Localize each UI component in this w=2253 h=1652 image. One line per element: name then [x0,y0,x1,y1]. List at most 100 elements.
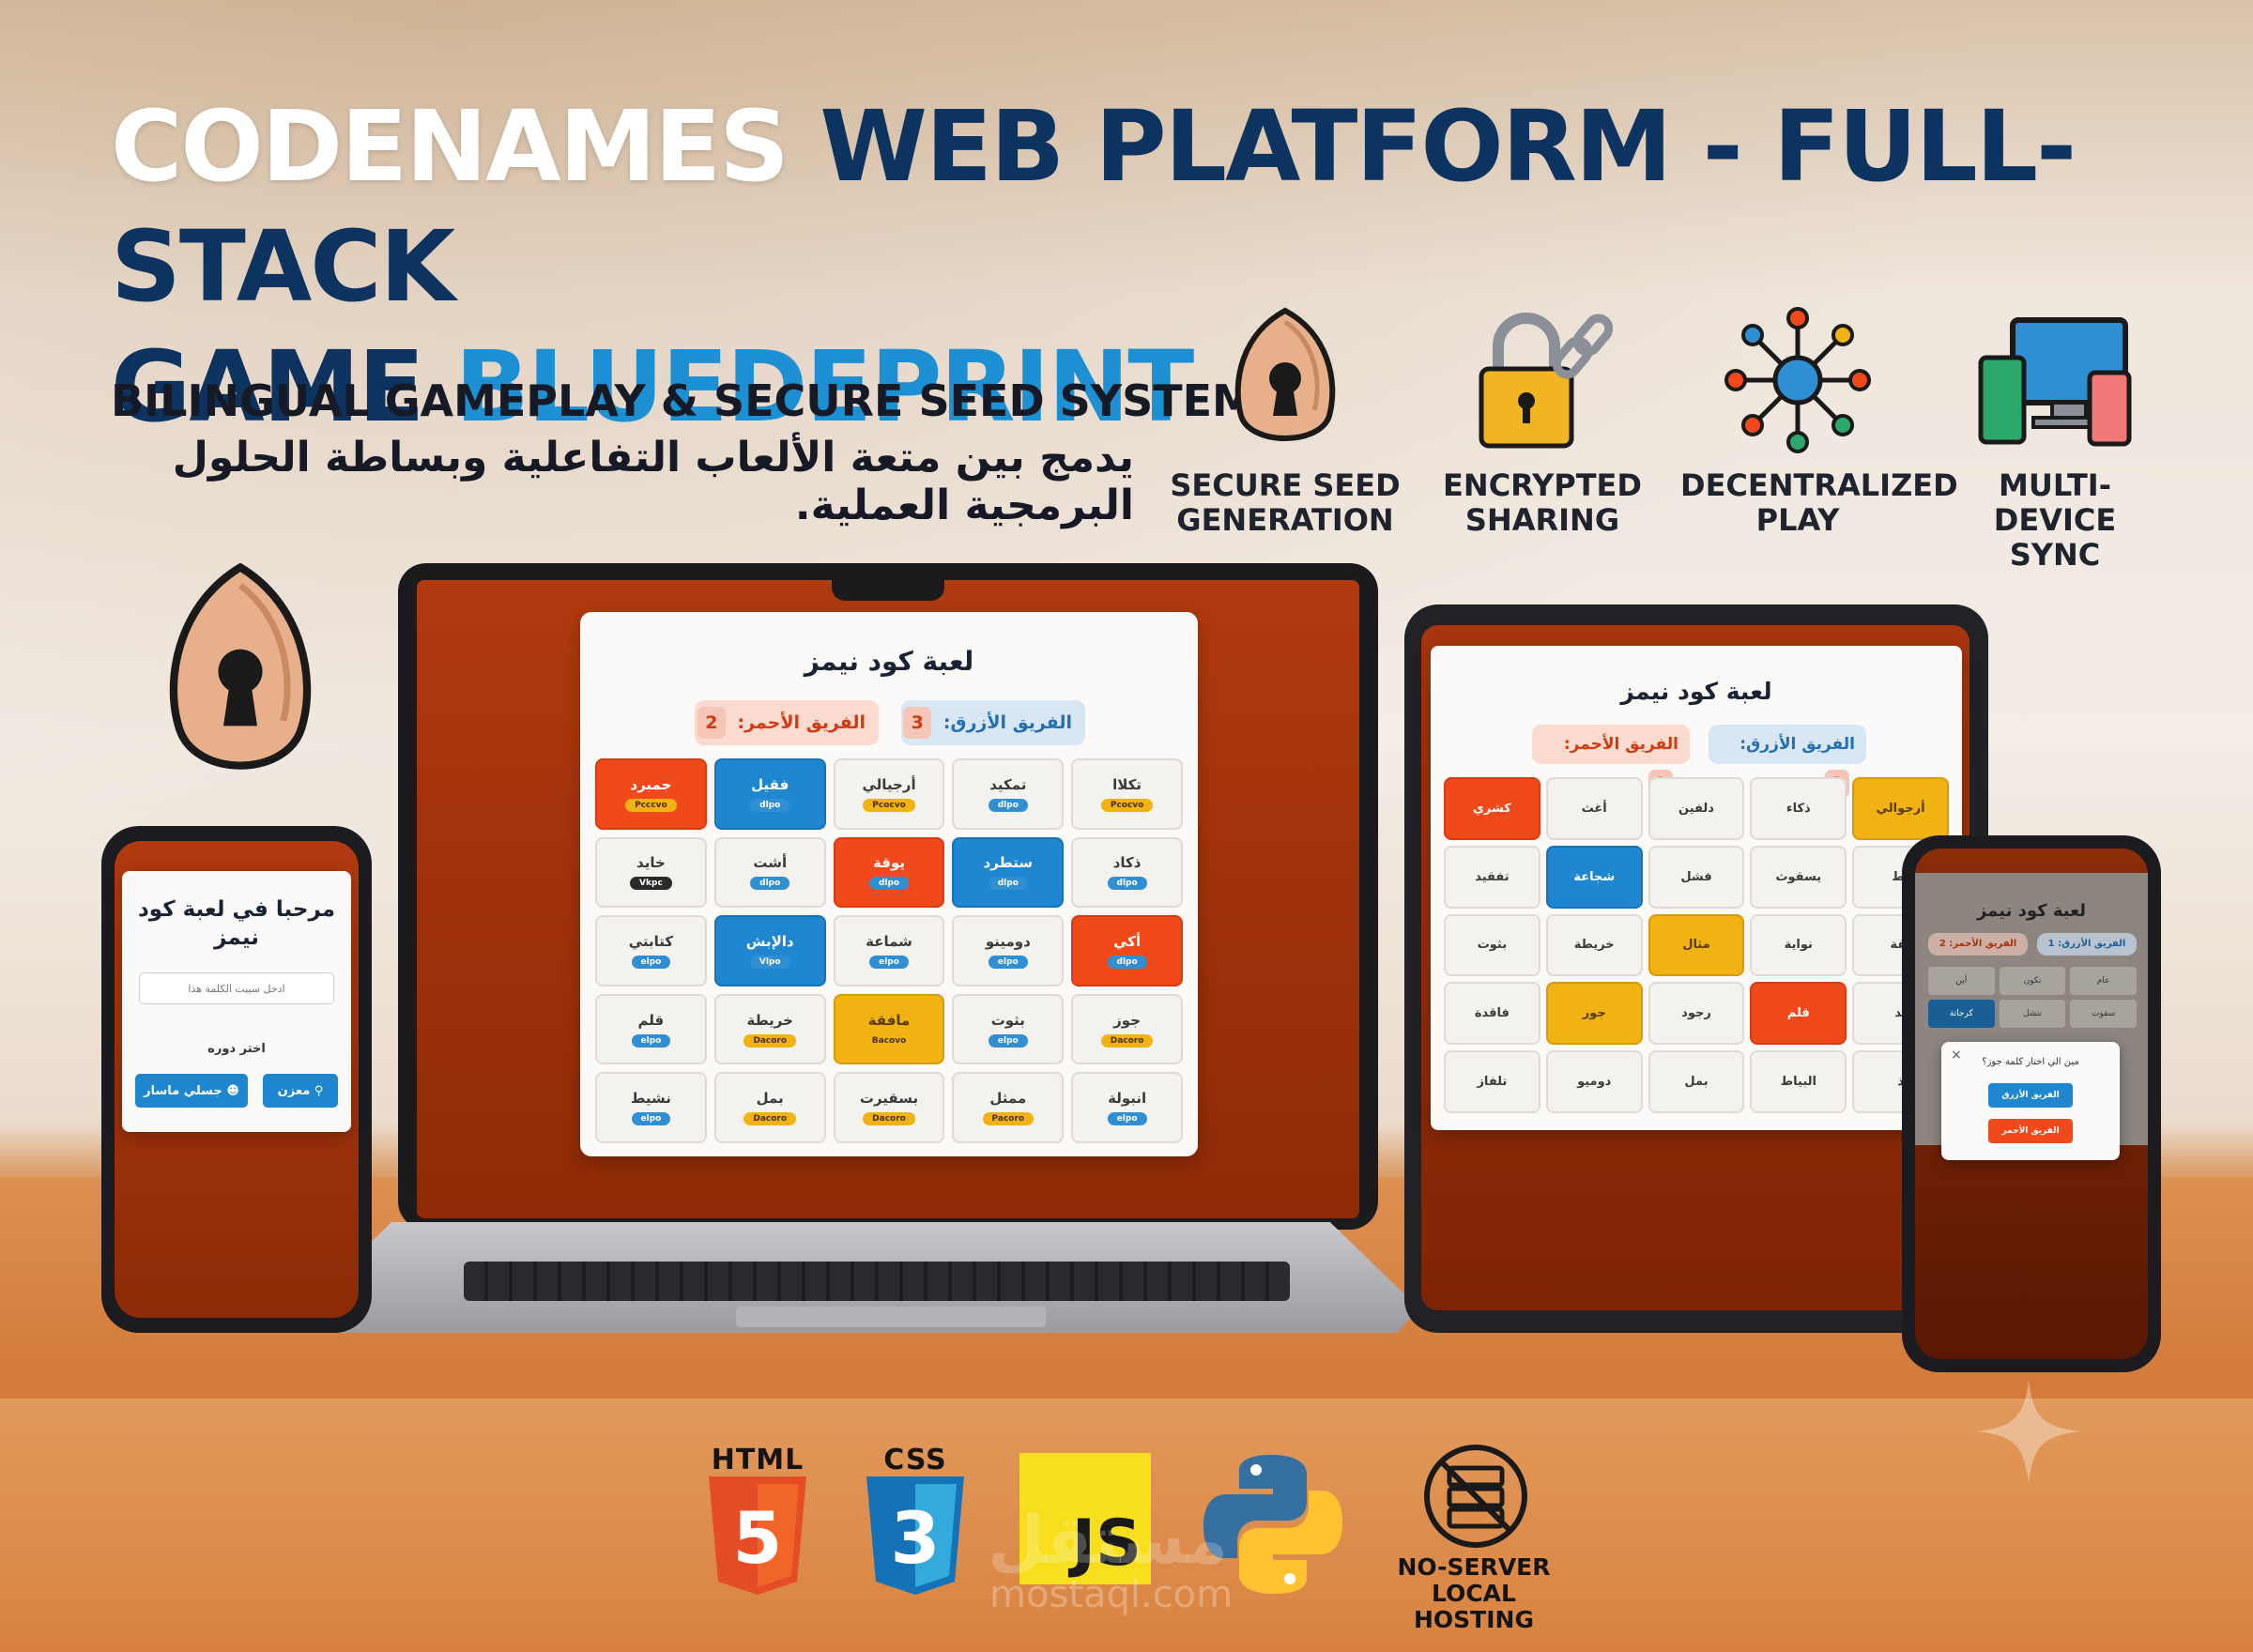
html-label: HTML [711,1444,805,1476]
spymaster-button[interactable]: ☻ جسلي ماسار [135,1074,248,1108]
card-vote-badge: dlpo [1107,955,1147,969]
word-card[interactable]: قلم elpo [595,993,707,1065]
watermark-url: mostaql.com [989,1573,1234,1616]
close-icon[interactable]: × [1951,1048,1962,1063]
word-card[interactable]: دلفين [1648,777,1745,840]
no-server-icon [1424,1445,1527,1548]
feature-decentralized-play: DECENTRALIZED PLAY [1680,305,1958,538]
word-card[interactable]: شجاعة [1545,845,1643,909]
word-card[interactable]: كشري [1444,777,1540,840]
word-card-label: شماعة [866,932,912,950]
word-card-label: دالإبش [745,932,794,950]
word-card-label: تمكيد [989,775,1027,793]
javascript-logo: JS [1019,1453,1151,1584]
word-card-label: ذكاء [1786,801,1811,816]
word-card[interactable]: تفقيد [1444,845,1540,909]
title-word-bluedeprint: BLUEDEPRINT [454,329,1195,444]
word-card[interactable]: دوميو [1545,1050,1643,1113]
red-team-score: الفريق الأحمر: 2 [1928,933,2028,956]
word-card[interactable]: بثوت [1444,913,1540,977]
mini-word-card[interactable]: سقوت [2070,1000,2137,1028]
word-card[interactable]: يسقوث [1750,845,1847,909]
word-card[interactable]: أرجوالي [1852,777,1949,840]
word-card-label: أغث [1581,801,1607,816]
seed-input[interactable] [139,972,334,1004]
word-card[interactable]: فاقدة [1444,982,1540,1046]
word-card[interactable]: خريطة [1545,913,1643,977]
sparkle-icon [1977,1380,2080,1483]
word-card[interactable]: البياط [1750,1050,1847,1113]
modal-red-team-button[interactable]: الفريق الأحمر [1988,1119,2073,1143]
word-card[interactable]: فشل [1648,845,1745,909]
network-icon [1724,307,1871,453]
modal-question: مين الي اختار كلمة جوز؟ [1982,1057,2079,1067]
mini-word-card[interactable]: نكون [1999,967,2066,995]
word-card[interactable]: قلم [1750,982,1847,1046]
word-card[interactable]: بمل [1648,1050,1745,1113]
title-word-game: GAME [111,329,424,444]
word-card-label: أشت [753,854,788,872]
game-title: لعبة كود نيمز [1976,901,2087,921]
word-card-label: خايد [636,854,666,872]
blue-team-label: الفريق الأزرق: [943,712,1072,733]
mini-word-card[interactable]: أين [1928,967,1995,995]
word-card[interactable]: نواية [1750,913,1847,977]
card-vote-badge: dlpo [868,877,910,891]
word-card[interactable]: رجود [1648,982,1745,1046]
word-card-label: أكي [1113,932,1142,950]
game-title: لعبة كود نيمز [804,646,974,677]
python-logo-icon [1203,1455,1342,1594]
word-card[interactable]: جور [1545,982,1643,1046]
card-vote-badge: elpo [631,1033,671,1048]
word-card-label: دومينو [985,932,1031,950]
card-vote-badge: Pcocvo [1100,798,1154,812]
modal-blue-team-button[interactable]: الفريق الأزرق [1988,1083,2073,1108]
operative-button[interactable]: ⚲ معزن [263,1074,338,1108]
card-vote-badge: Bacovo [862,1033,916,1048]
user-icon: ☻ [226,1083,239,1098]
word-card-label: شجاعة [1573,869,1616,884]
mini-word-card[interactable]: كرجاتة [1928,1000,1995,1028]
mini-word-card[interactable]: عام [2070,967,2137,995]
word-card[interactable]: أكي dlpo [1071,915,1183,987]
watermark-arabic: مستقل [988,1502,1229,1579]
css3-shield-icon: 3 [866,1476,964,1595]
word-card-label: انبولة [1108,1090,1147,1108]
word-card-label: كتابتي [628,932,674,950]
mini-word-card[interactable]: نتشل [1999,1000,2066,1028]
word-card[interactable]: تلفاز [1444,1050,1540,1113]
word-card[interactable]: مثال [1648,913,1745,977]
word-card-label: تلفاز [1477,1075,1508,1090]
word-card[interactable]: ذكاء [1750,777,1847,840]
word-card-label: جور [1582,1006,1606,1021]
word-card-label: قلم [637,1011,665,1029]
word-card-label: بمل [1684,1075,1709,1090]
word-card-label: خريطة [1573,938,1615,953]
word-card[interactable]: أغث [1545,777,1643,840]
